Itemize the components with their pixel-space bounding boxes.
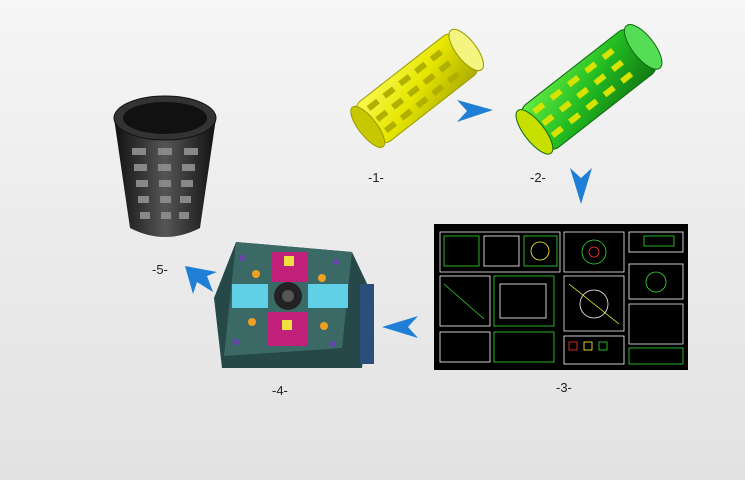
green-mold-analysis-icon [515, 24, 663, 155]
step-4-label: -4- [272, 383, 288, 398]
finished-black-part-icon [113, 95, 217, 237]
cad-drawing-icon [434, 224, 688, 370]
step-2-label: -2- [530, 170, 546, 185]
step-5-label: -5- [152, 262, 168, 277]
arrow-left-icon [382, 316, 418, 338]
arrow-right-icon [457, 100, 493, 122]
mold-assembly-icon [214, 242, 374, 368]
step-3-label: -3- [556, 380, 572, 395]
arrow-down-icon [570, 168, 592, 204]
yellow-plastic-part-icon [350, 28, 485, 148]
step-1-label: -1- [368, 170, 384, 185]
arrow-up-left-icon [185, 266, 217, 294]
